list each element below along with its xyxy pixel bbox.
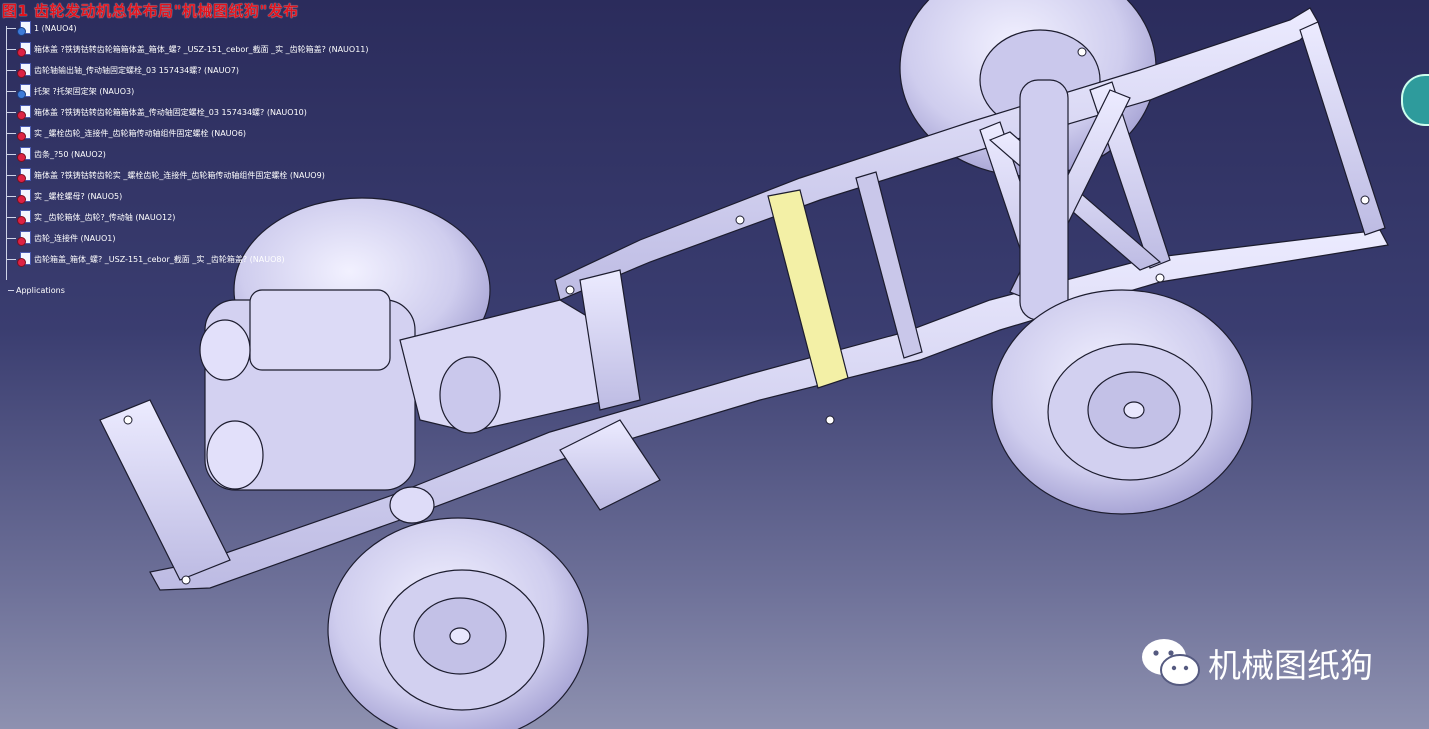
part-icon [17, 168, 31, 183]
wheel-rear-right [991, 289, 1253, 515]
cross-member-front [99, 399, 231, 581]
wheel-front-right [327, 517, 589, 729]
tree-item-label: 1 (NAUO4) [34, 23, 77, 33]
tree-item[interactable]: 箱体盖 ?铁铸钴转齿轮箱箱体盖_传动轴固定螺栓_03 157434螺? (NAU… [6, 104, 307, 120]
watermark: 机械图纸狗 [1140, 637, 1373, 689]
tree-item-applications[interactable]: Applications [8, 286, 65, 295]
watermark-text: 机械图纸狗 [1208, 646, 1373, 685]
cross-member-rear [1299, 21, 1386, 236]
part-icon [17, 105, 31, 120]
tree-item[interactable]: 1 (NAUO4) [6, 20, 77, 36]
page-title: 图1 齿轮发动机总体布局"机械图纸狗"发布 [2, 2, 299, 20]
specification-tree[interactable]: 1 (NAUO4) 箱体盖 ?铁铸钴转齿轮箱箱体盖_箱体_螺? _USZ-151… [0, 14, 420, 304]
tree-item[interactable]: 齿轮箱盖_箱体_螺? _USZ-151_cebor_截面 _实 _齿轮箱盖? (… [6, 251, 285, 267]
tree-item[interactable]: 齿条_?50 (NAUO2) [6, 146, 106, 162]
wechat-icon [1142, 639, 1200, 686]
tree-item[interactable]: 托架 ?托架固定架 (NAUO3) [6, 83, 134, 99]
tree-item[interactable]: 箱体盖 ?铁铸钴转齿轮实 _螺栓齿轮_连接件_齿轮箱传动轴组件固定螺栓 (NAU… [6, 167, 325, 183]
tree-item[interactable]: 实 _齿轮箱体_齿轮?_传动轴 (NAUO12) [6, 209, 175, 225]
tree-item-label: 齿轮_连接件 (NAUO1) [34, 233, 116, 243]
tree-item-label: 实 _螺栓齿轮_连接件_齿轮箱传动轴组件固定螺栓 (NAUO6) [34, 128, 247, 138]
part-icon [17, 42, 31, 57]
tree-item-label: 齿条_?50 (NAUO2) [34, 149, 106, 159]
tree-item-label: 实 _齿轮箱体_齿轮?_传动轴 (NAUO12) [34, 212, 176, 222]
tree-item-label: 齿轮轴输出轴_传动轴固定螺栓_03 157434螺? (NAUO7) [34, 65, 239, 75]
tree-trunk-line [6, 26, 7, 280]
tree-item-label: 箱体盖 ?铁铸钴转齿轮箱箱体盖_箱体_螺? _USZ-151_cebor_截面 … [34, 44, 369, 54]
tree-item-label: 托架 ?托架固定架 (NAUO3) [34, 86, 135, 96]
tree-item-label: 齿轮箱盖_箱体_螺? _USZ-151_cebor_截面 _实 _齿轮箱盖? (… [34, 254, 285, 264]
part-icon [17, 126, 31, 141]
part-icon [17, 63, 31, 78]
tree-item[interactable]: 箱体盖 ?铁铸钴转齿轮箱箱体盖_箱体_螺? _USZ-151_cebor_截面 … [6, 41, 369, 57]
tree-item[interactable]: 齿轮_连接件 (NAUO1) [6, 230, 115, 246]
engine-block [199, 289, 611, 491]
part-icon [17, 252, 31, 267]
front-bracket [579, 269, 641, 411]
part-icon [17, 21, 31, 36]
highlight-plate [767, 189, 849, 389]
crossbar-slat [855, 171, 923, 359]
tree-item[interactable]: 齿轮轴输出轴_传动轴固定螺栓_03 157434螺? (NAUO7) [6, 62, 239, 78]
part-icon [17, 210, 31, 225]
tree-item[interactable]: 实 _螺栓齿轮_连接件_齿轮箱传动轴组件固定螺栓 (NAUO6) [6, 125, 246, 141]
part-icon [17, 189, 31, 204]
tree-item-label: 箱体盖 ?铁铸钴转齿轮箱箱体盖_传动轴固定螺栓_03 157434螺? (NAU… [34, 107, 307, 117]
tree-item-label: 箱体盖 ?铁铸钴转齿轮实 _螺栓齿轮_连接件_齿轮箱传动轴组件固定螺栓 (NAU… [34, 170, 325, 180]
tree-item-label: 实 _螺栓螺母? (NAUO5) [34, 191, 123, 201]
part-icon [17, 84, 31, 99]
rear-axle [1019, 79, 1069, 321]
tree-item[interactable]: 实 _螺栓螺母? (NAUO5) [6, 188, 122, 204]
part-icon [17, 147, 31, 162]
part-icon [17, 231, 31, 246]
front-crossbar [559, 419, 661, 511]
applications-label: Applications [16, 286, 65, 295]
